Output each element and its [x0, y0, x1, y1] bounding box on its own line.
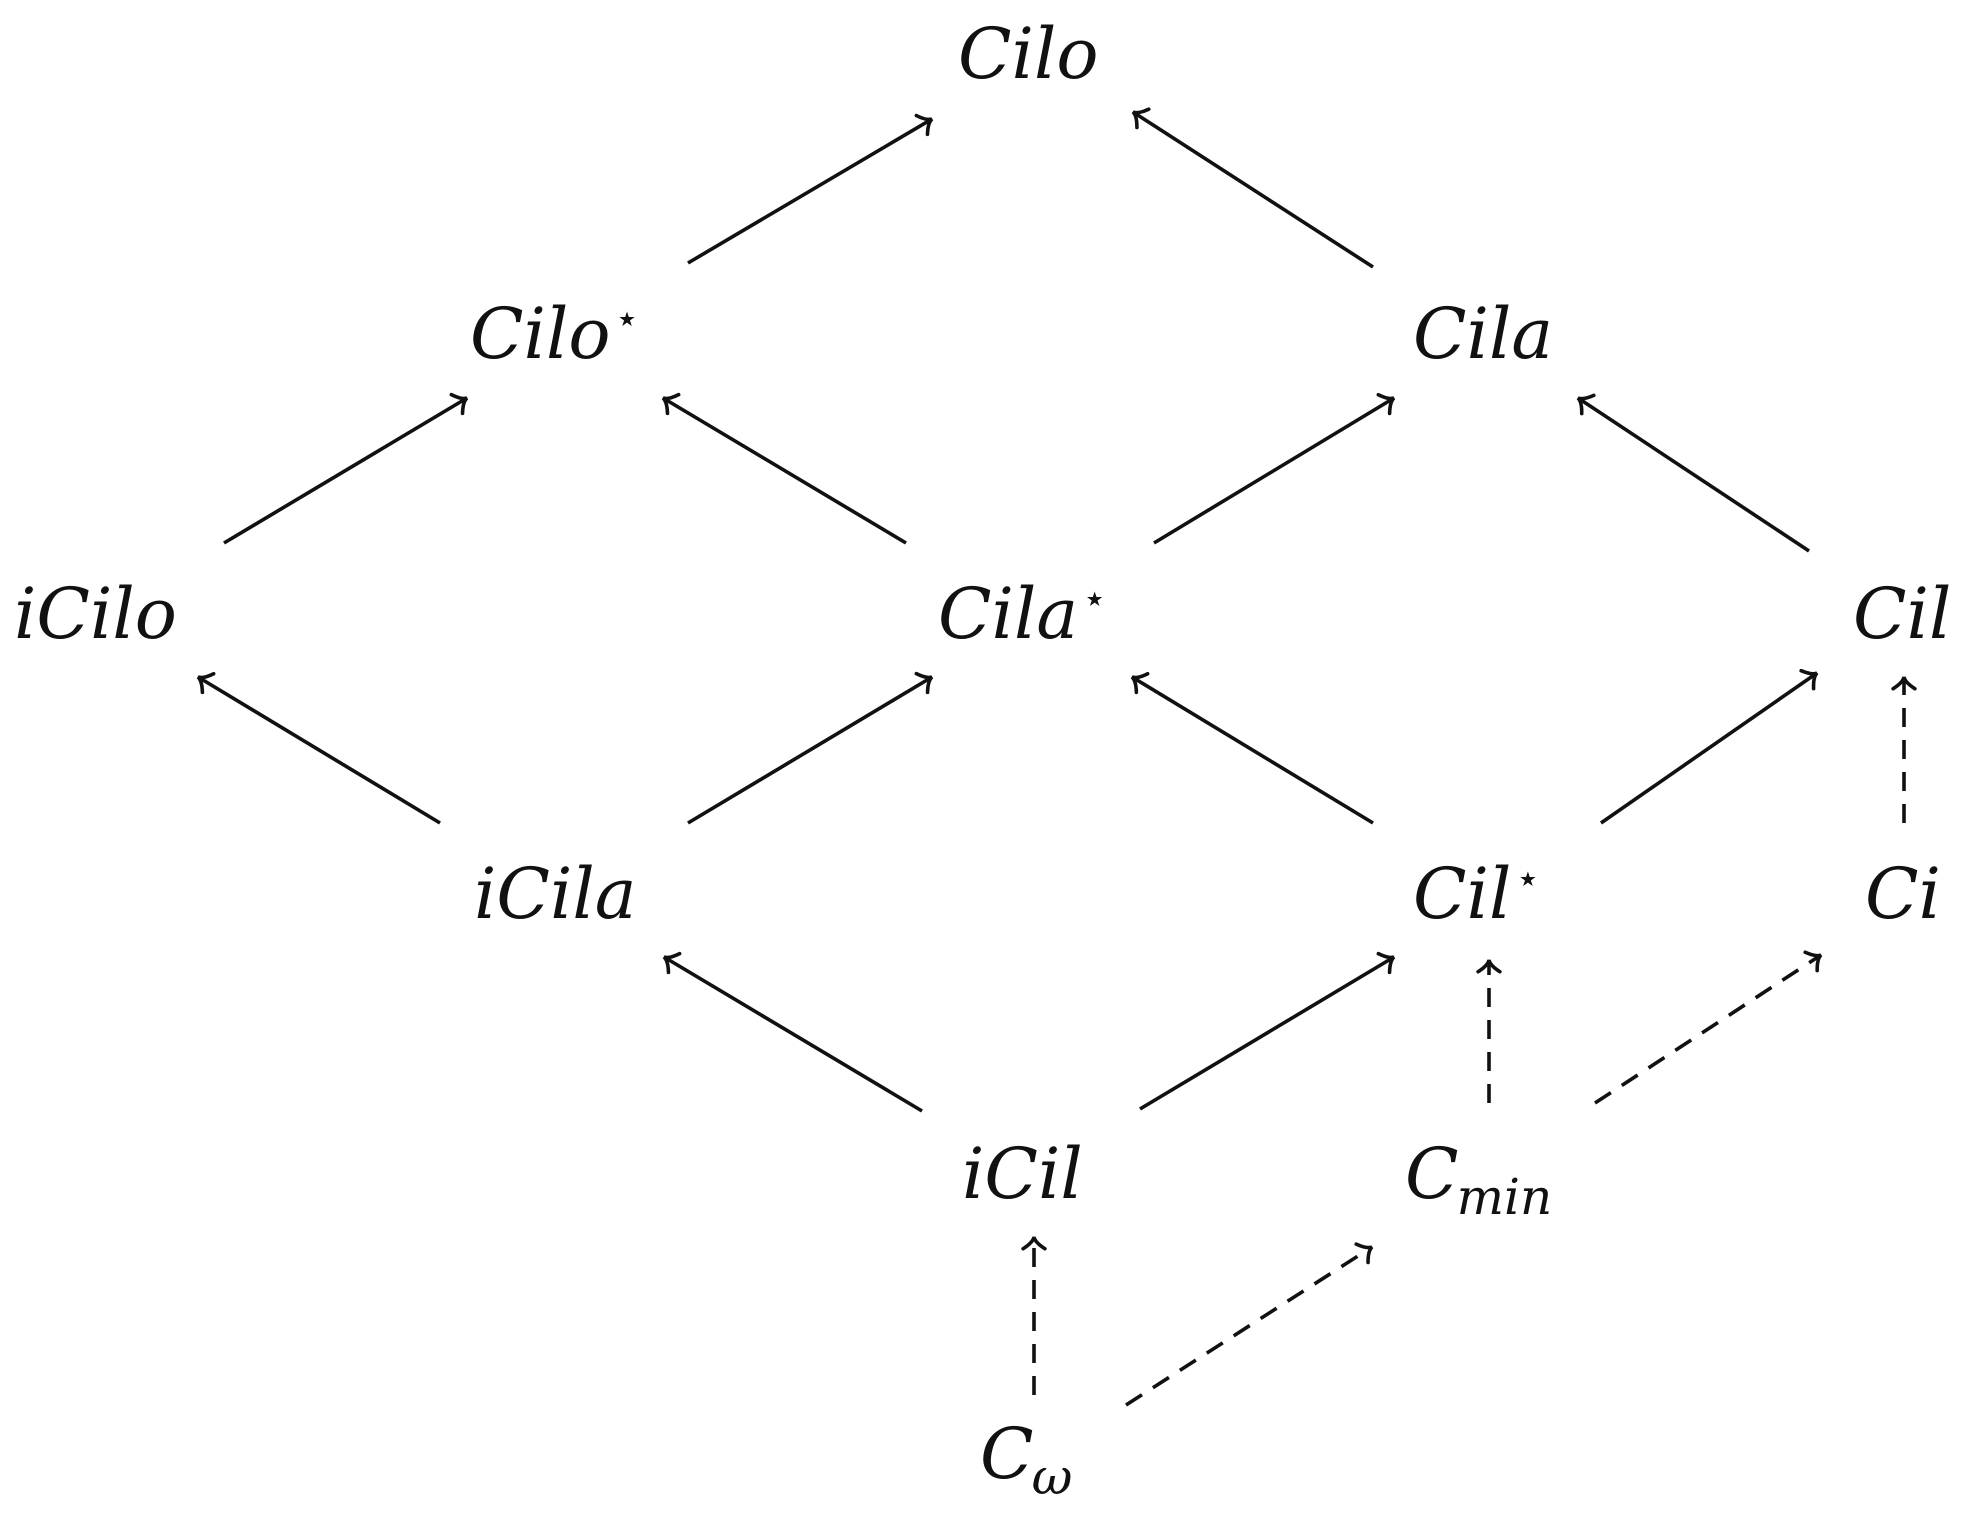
node-comega: Cω — [980, 1413, 1072, 1506]
arrowhead-icon — [662, 951, 682, 975]
arrowhead-icon — [1130, 671, 1150, 695]
node-label-text: C — [980, 1413, 1034, 1495]
edge-comega-to-icil — [1021, 1236, 1047, 1395]
node-icilo: iCilo — [14, 573, 177, 655]
node-cila: Cila — [1413, 293, 1553, 375]
subscript: ω — [1032, 1448, 1073, 1506]
edge-line — [687, 117, 933, 265]
star-superscript: ⋆ — [614, 296, 639, 342]
edge-cmin-to-ci — [1594, 950, 1823, 1105]
edge-cilastar-to-cila — [1153, 392, 1396, 545]
arrowhead-icon — [1576, 393, 1596, 416]
edge-line — [1594, 953, 1822, 1105]
node-label-text: Cil — [1413, 853, 1511, 935]
arrowhead-icon — [1131, 107, 1151, 130]
node-label-text: Cila — [938, 573, 1078, 655]
edge-icil-to-cilstar — [1139, 951, 1396, 1111]
arrowhead-icon — [914, 113, 934, 137]
star-superscript: ⋆ — [1082, 576, 1107, 622]
edge-cila-to-cilo — [1131, 107, 1374, 269]
edge-cilstar-to-cil — [1599, 668, 1819, 825]
edge-cmin-to-cilstar — [1476, 959, 1502, 1103]
node-cilstar: Cil⋆ — [1413, 853, 1540, 935]
arrowhead-icon — [1376, 392, 1396, 416]
node-cil: Cil — [1853, 573, 1951, 655]
node-ci: Ci — [1865, 853, 1941, 935]
node-icil: iCil — [962, 1133, 1083, 1215]
edge-cilstar-to-cilastar — [1130, 671, 1374, 825]
edge-cilastar-to-cilostar — [661, 392, 907, 545]
node-label-text: iCila — [474, 853, 636, 935]
edge-line — [1139, 955, 1395, 1111]
arrowhead-icon — [1476, 959, 1502, 974]
edge-cilostar-to-cilo — [687, 113, 934, 265]
edge-line — [223, 396, 468, 545]
star-superscript: ⋆ — [1515, 856, 1540, 902]
edge-comega-to-cmin — [1125, 1242, 1374, 1407]
edge-icil-to-icila — [662, 951, 923, 1113]
node-cilo: Cilo — [958, 13, 1098, 95]
arrowhead-icon — [1021, 1236, 1047, 1251]
arrowhead-icon — [1354, 1242, 1374, 1265]
arrowhead-icon — [1891, 676, 1917, 691]
node-label-text: Cila — [1413, 293, 1553, 375]
node-label-text: Cilo — [958, 13, 1098, 95]
edge-line — [1577, 396, 1810, 553]
edge-line — [663, 955, 923, 1113]
edge-line — [1153, 396, 1395, 545]
arrowhead-icon — [1803, 950, 1823, 973]
node-cmin: Cmin — [1405, 1133, 1552, 1226]
node-cilastar: Cila⋆ — [938, 573, 1107, 655]
node-label-text: C — [1405, 1133, 1459, 1215]
edge-icila-to-cilastar — [687, 671, 934, 825]
arrowhead-icon — [196, 671, 216, 695]
edge-ci-to-cil — [1891, 676, 1917, 823]
node-label-text: iCil — [962, 1133, 1083, 1215]
edge-line — [197, 675, 441, 825]
arrowhead-icon — [1799, 668, 1819, 691]
node-label-text: Cil — [1853, 573, 1951, 655]
edge-line — [1131, 675, 1374, 825]
edge-line — [1125, 1245, 1373, 1407]
node-cilostar: Cilo⋆ — [470, 293, 640, 375]
edge-icila-to-icilo — [196, 671, 441, 825]
edge-line — [1599, 671, 1819, 825]
edge-icilo-to-cilostar — [223, 392, 469, 545]
arrowhead-icon — [1376, 951, 1396, 975]
subscript: min — [1457, 1168, 1553, 1226]
edge-line — [687, 675, 933, 825]
node-icila: iCila — [474, 853, 636, 935]
node-label-text: Ci — [1865, 853, 1941, 935]
arrowhead-icon — [914, 671, 934, 695]
arrowhead-icon — [661, 392, 681, 416]
node-label-text: iCilo — [14, 573, 177, 655]
edge-line — [662, 396, 907, 545]
edges-layer — [196, 107, 1917, 1407]
node-label-text: Cilo — [470, 293, 610, 375]
arrowhead-icon — [449, 392, 469, 416]
edge-line — [1132, 110, 1374, 269]
edge-cil-to-cila — [1576, 393, 1810, 553]
